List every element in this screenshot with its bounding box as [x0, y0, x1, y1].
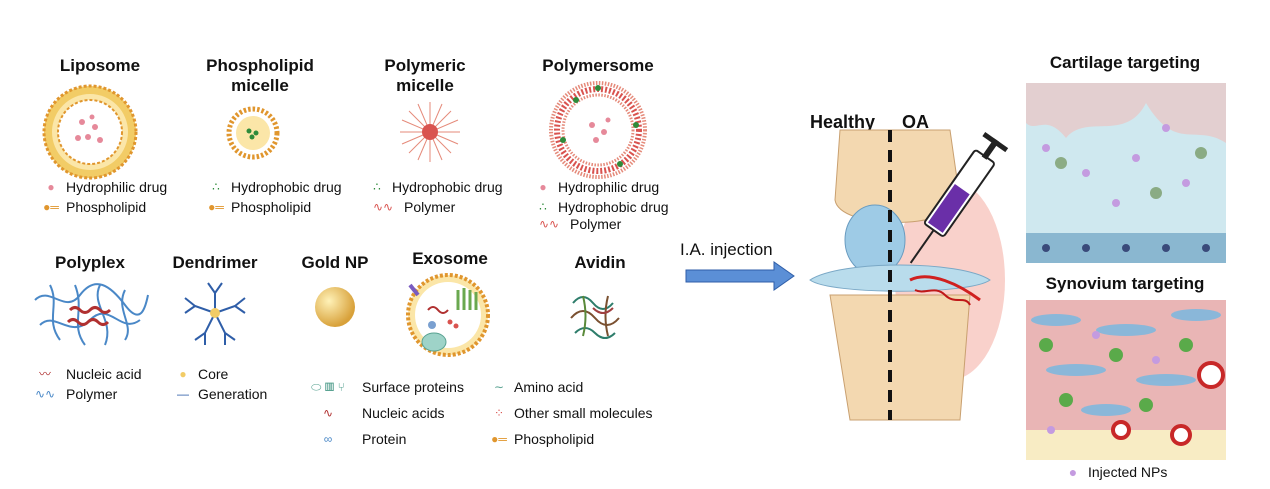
legend-label: Phospholipid	[514, 430, 595, 447]
syringe-icon	[909, 132, 1009, 264]
cartilage-targeting-title: Cartilage targeting	[1049, 53, 1201, 72]
dendrimer-title: Dendrimer	[172, 253, 258, 272]
polyplex-legend: 〰 Nucleic acid ∿∿ Polymer	[28, 364, 142, 404]
dendrimer-legend: ● Core — Generation	[172, 364, 267, 404]
legend-label: Protein	[362, 430, 407, 447]
legend-label: Phospholipid	[231, 198, 312, 215]
cartilage-panel	[1026, 83, 1226, 263]
legend-label: Hydrophobic drug	[231, 178, 342, 195]
polyplex-title: Polyplex	[55, 253, 125, 272]
polymersome-title: Polymersome	[542, 56, 654, 75]
legend-label: Polymer	[404, 198, 456, 215]
legend-label: Polymer	[570, 215, 622, 232]
legend-label: Injected NPs	[1088, 463, 1168, 480]
exosome-legend: ⬭ ▥ ⑂ Surface proteins ∿ Nucleic acids ∞ Pr…	[298, 374, 464, 452]
protein-icon: ∞	[323, 431, 333, 446]
injected-nps-legend: ● Injected NPs	[1062, 462, 1168, 482]
injection-arrow	[685, 261, 795, 291]
liposome-title: Liposome	[59, 56, 141, 75]
liposome-illustration	[42, 84, 138, 180]
legend-label: Generation	[198, 385, 268, 402]
phospholipid-icon: ●═	[43, 199, 59, 214]
surface-proteins-icon: ⬭ ▥ ⑂	[311, 379, 345, 394]
polymeric-micelle-legend: ∴ Hydrophobic drug ∿∿ Polymer	[366, 177, 503, 217]
avidin-illustration	[570, 295, 620, 339]
hydrophilic-drug-icon: ●	[47, 179, 55, 194]
polymersome-illustration	[549, 81, 647, 179]
polymeric-micelle-title: Polymeric micelle	[384, 56, 466, 95]
legend-label: Core	[198, 365, 229, 382]
polymeric-micelle-illustration	[400, 102, 460, 162]
amino-acid-icon: ∼	[493, 379, 505, 394]
phospholipid-icon: ●═	[491, 431, 507, 446]
dendrimer-illustration	[184, 282, 246, 345]
phospholipid-micelle-title: Phospholipid micelle	[206, 56, 314, 95]
phospholipid-micelle-legend: ∴ Hydrophobic drug ●═ Phospholipid	[205, 177, 342, 217]
exosome-legend-right: ∼ Amino acid ⁘ Other small molecules ●═ Pho…	[488, 374, 653, 452]
phospholipid-micelle-illustration	[226, 106, 280, 160]
synovium-targeting-title: Synovium targeting	[1045, 274, 1205, 293]
legend-label: Nucleic acids	[362, 404, 445, 421]
hydrophobic-drug-icon: ∴	[539, 199, 547, 214]
hydrophobic-drug-icon: ∴	[212, 179, 220, 194]
polymer-icon: ∿∿	[538, 216, 560, 231]
legend-label: Hydrophilic drug	[558, 178, 660, 195]
injected-np-icon: ●	[1068, 463, 1078, 480]
avidin-title: Avidin	[574, 253, 626, 272]
knee-joint-illustration	[809, 129, 1005, 421]
legend-label: Hydrophobic drug	[392, 178, 503, 195]
exosome-illustration	[406, 273, 490, 357]
healthy-label: Healthy	[810, 112, 876, 132]
polymer-icon: ∿∿	[372, 199, 394, 214]
gold-np-illustration	[315, 287, 355, 327]
hydrophobic-drug-icon: ∴	[373, 179, 381, 194]
legend-label: Hydrophobic drug	[558, 198, 669, 215]
legend-label: Polymer	[66, 385, 118, 402]
polymersome-legend: ● Hydrophilic drug ∴ Hydrophobic drug ∿∿ Po…	[532, 177, 669, 232]
nucleic-acids-icon: ∿	[322, 405, 334, 420]
nucleic-acid-icon: 〰	[38, 366, 51, 381]
legend-label: Surface proteins	[362, 378, 464, 395]
legend-label: Hydrophilic drug	[66, 178, 168, 195]
synovium-panel	[1026, 300, 1226, 460]
legend-label: Phospholipid	[66, 198, 147, 215]
polyplex-illustration	[34, 283, 149, 346]
legend-label: Nucleic acid	[66, 365, 142, 382]
hydrophilic-drug-icon: ●	[539, 179, 547, 194]
legend-label: Other small molecules	[514, 404, 653, 421]
injection-label: I.A. injection	[680, 240, 773, 259]
gold-np-title: Gold NP	[301, 253, 369, 272]
generation-icon: —	[177, 386, 189, 401]
small-molecules-icon: ⁘	[493, 405, 505, 420]
core-icon: ●	[179, 366, 187, 381]
phospholipid-icon: ●═	[208, 199, 224, 214]
oa-label: OA	[902, 112, 929, 132]
exosome-title: Exosome	[412, 249, 488, 268]
liposome-legend: ● Hydrophilic drug ●═ Phospholipid	[40, 177, 167, 217]
polymer-icon: ∿∿	[34, 386, 56, 401]
legend-label: Amino acid	[514, 378, 584, 395]
